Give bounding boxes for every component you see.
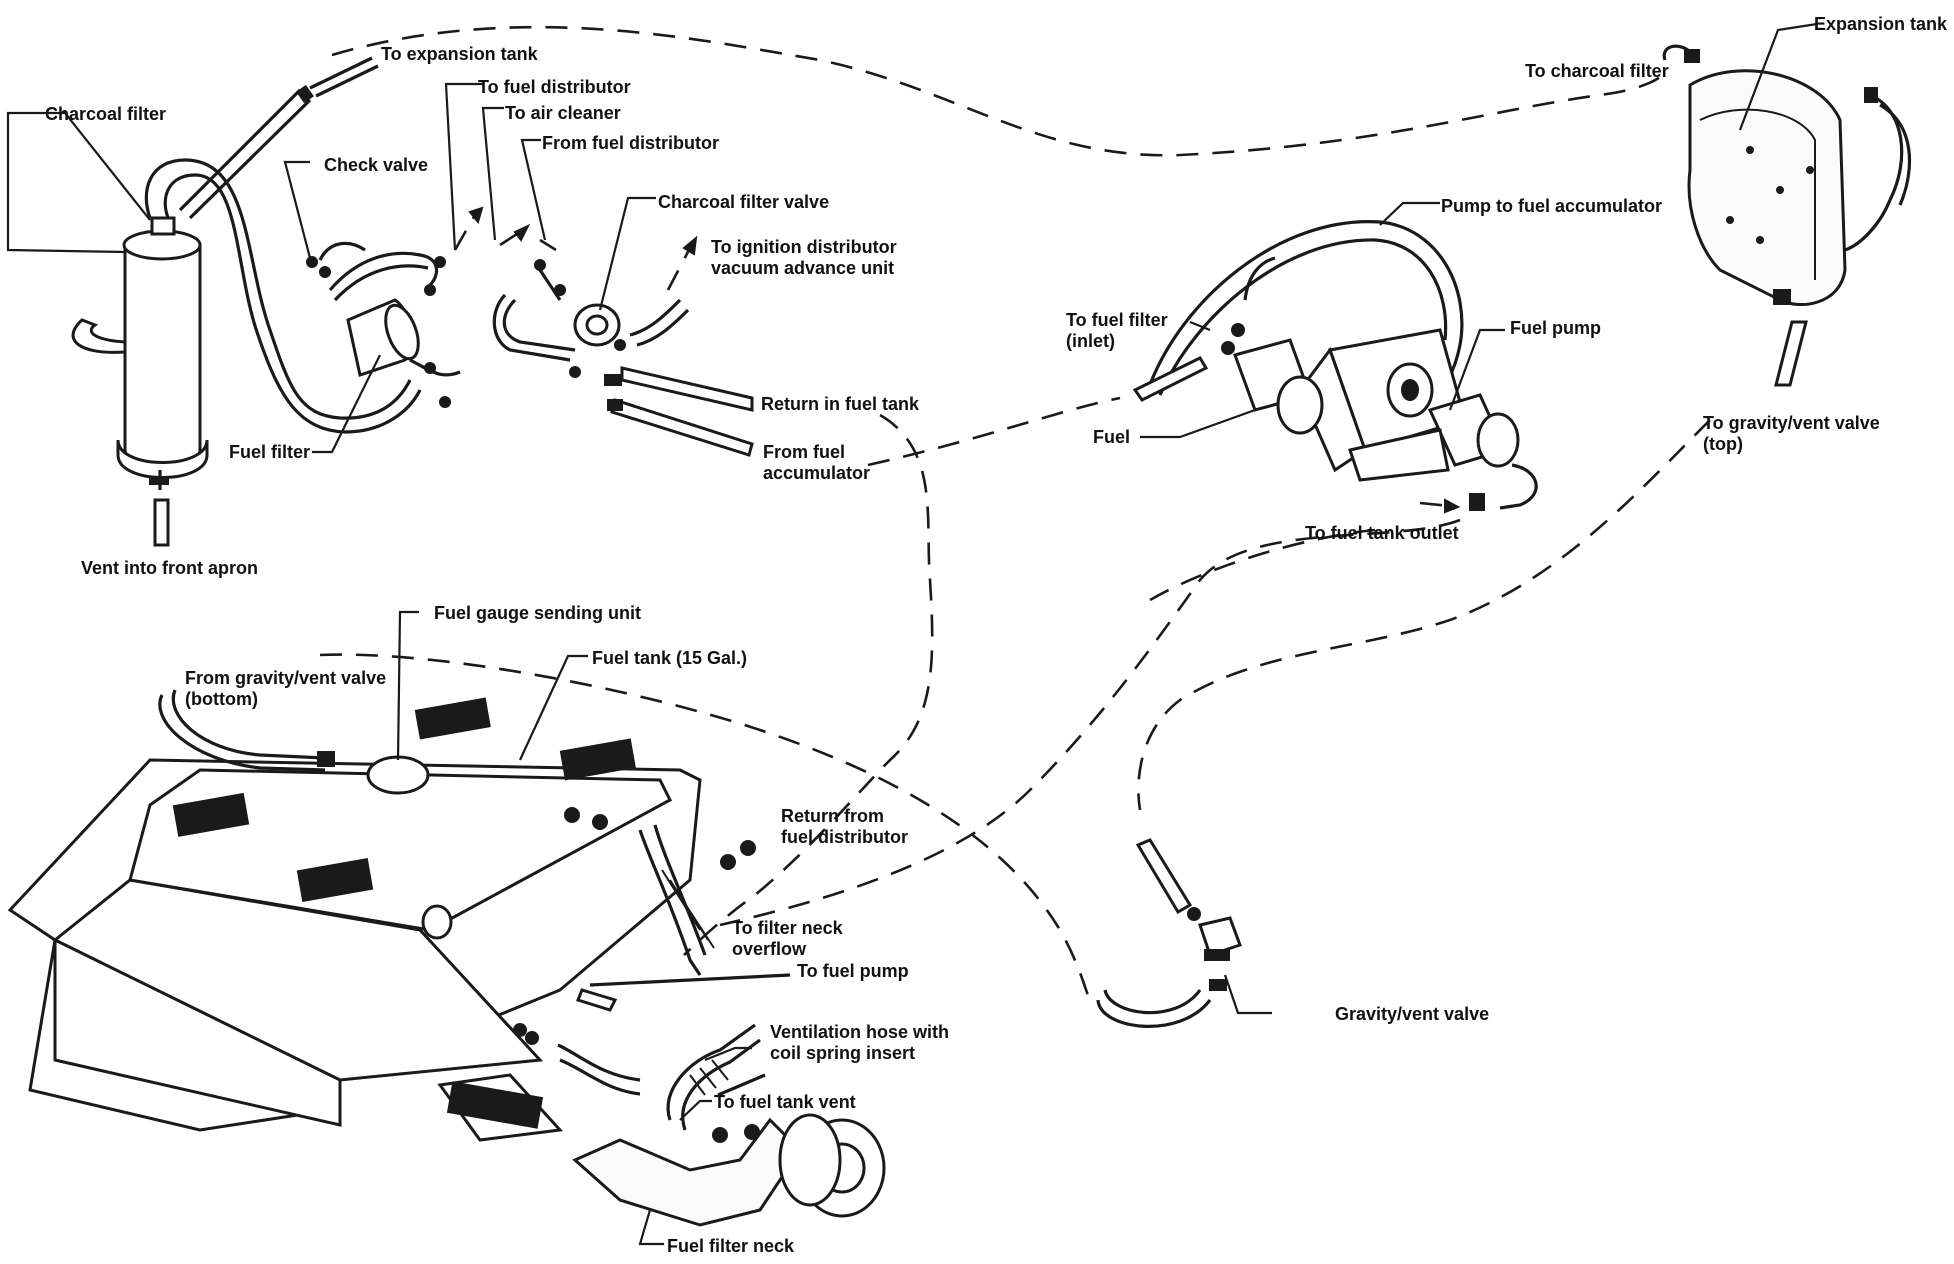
to-fuel-distributor-label: To fuel distributor	[478, 77, 631, 97]
fuel-tank	[7, 689, 756, 1132]
dashed-routing-lines	[319, 25, 1711, 1001]
fuel-filter-neck-label: Fuel filter neck	[667, 1236, 795, 1256]
to-fuel-tank-vent-label: To fuel tank vent	[714, 1092, 856, 1112]
check-valve-label: Check valve	[324, 155, 429, 175]
from-fuel-distributor-label: From fuel distributor	[542, 133, 719, 153]
to-fuel-tank-outlet-label: To fuel tank outlet	[1305, 523, 1459, 543]
fuel-gauge-sending-unit-label: Fuel gauge sending unit	[434, 603, 641, 623]
fuel-pump-assembly	[1132, 220, 1538, 511]
to-ignition-distributor-label: To ignition distributor vacuum advance u…	[711, 237, 897, 278]
ventilation-hose-label: Ventilation hose with coil spring insert	[770, 1022, 950, 1063]
charcoal-filter-label: Charcoal filter	[45, 104, 167, 124]
charcoal-filter-valve-label: Charcoal filter valve	[658, 192, 830, 212]
return-in-fuel-tank-label: Return in fuel tank	[761, 394, 920, 414]
to-fuel-pump-label: To fuel pump	[797, 961, 909, 981]
to-air-cleaner-label: To air cleaner	[505, 103, 621, 123]
charcoal-filter-hoses	[144, 56, 422, 434]
to-fuel-filter-inlet-label: To fuel filter (inlet)	[1066, 310, 1168, 351]
vent-into-front-apron-label: Vent into front apron	[81, 558, 258, 578]
expansion-tank	[1662, 44, 1912, 387]
leader-lines	[6, 22, 1818, 1246]
return-from-fuel-distributor-label: Return from fuel distributor	[781, 806, 908, 847]
from-fuel-accumulator-label: From fuel accumulator	[763, 442, 871, 483]
charcoal-filter-canister	[71, 216, 209, 547]
fuel-filter-assembly	[306, 241, 461, 408]
fuel-filter-neck-assembly	[437, 973, 886, 1227]
pump-to-fuel-accumulator-label: Pump to fuel accumulator	[1441, 196, 1663, 216]
return-pipes	[604, 366, 754, 457]
from-gravity-vent-valve-bottom-label: From gravity/vent valve (bottom)	[185, 668, 387, 709]
to-charcoal-filter-label: To charcoal filter	[1525, 61, 1669, 81]
fuel-label: Fuel	[1093, 427, 1131, 447]
to-expansion-tank-label: To expansion tank	[381, 44, 538, 64]
flow-arrows	[453, 206, 1461, 514]
to-gravity-vent-valve-top-label: To gravity/vent valve (top)	[1703, 413, 1880, 454]
expansion-tank-label: Expansion tank	[1814, 14, 1948, 34]
fuel-pump-label: Fuel pump	[1510, 318, 1601, 338]
gravity-vent-valve-label: Gravity/vent valve	[1335, 1004, 1490, 1024]
charcoal-filter-valve	[492, 259, 690, 378]
fuel-tank-label: Fuel tank (15 Gal.)	[592, 648, 748, 668]
fuel-filter-label: Fuel filter	[229, 442, 311, 462]
to-filter-neck-overflow-label: To filter neck overflow	[732, 918, 843, 959]
gravity-vent-valve	[1096, 838, 1242, 1028]
